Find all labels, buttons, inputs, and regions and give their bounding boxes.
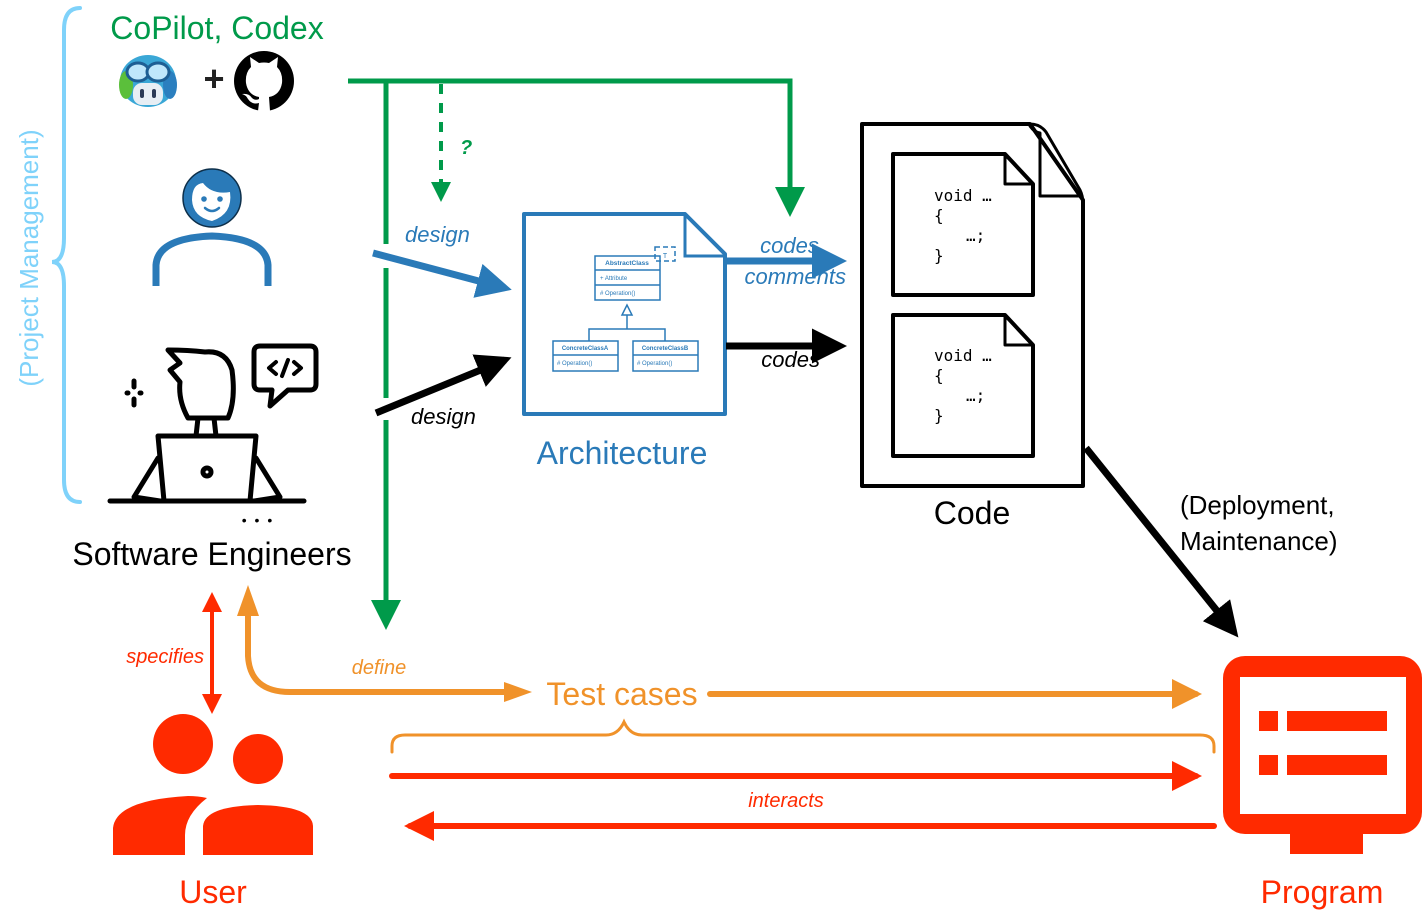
code-line: void … [934,186,992,205]
code-line: { [934,206,944,225]
code-document [860,122,1085,488]
code-line: …; [966,386,985,405]
define-arrow-head-up [237,585,259,616]
engineer-design-arrow [374,354,512,417]
architecture-title: Architecture [537,435,708,471]
uml-class-diagram [552,246,699,372]
engineer-design-label: design [411,404,476,429]
engineers-title: Software Engineers [72,536,351,572]
define-arrow-head-right [504,682,532,702]
code-line: void … [934,346,992,365]
ai-actor-title: CoPilot, Codex [110,10,323,46]
monitor-list-icon [1223,656,1422,854]
users-icon [113,714,313,855]
deployment-label-line2: Maintenance) [1180,526,1338,556]
test-cases-brace [390,718,1216,754]
deployment-label-line1: (Deployment, [1180,490,1335,520]
define-label: define [352,657,407,679]
uml-abstract-class: AbstractClass [605,260,649,267]
codes-label: codes [761,347,820,372]
uml-concrete-class-a: ConcreteClassA [562,346,609,352]
uml-concrete-class-b: ConcreteClassB [642,346,689,352]
code-line: { [934,366,944,385]
project-management-bracket: (Project Management) [14,6,82,504]
code-snippet-2 [891,313,1035,458]
uml-template-param: T [663,253,668,260]
ai-design-uncertain-label: ? [460,137,472,159]
specifies-label: specifies [126,646,204,668]
code-line: } [934,406,944,425]
uml-operation: # Operation() [600,291,635,297]
interacts-label: interacts [748,790,824,812]
codes-comments-label-line1: codes, [760,233,825,258]
code-title: Code [934,495,1011,531]
code-snippet-1 [891,152,1035,297]
uml-concrete-a-operation: # Operation() [557,361,592,367]
manager-design-arrow [372,249,512,298]
code-snippet-2-text: void … { …; } [934,346,992,425]
uml-concrete-b-operation: # Operation() [637,361,672,367]
user-title: User [179,874,247,910]
code-line: …; [966,226,985,245]
github-icon [234,51,294,111]
manager-design-label: design [405,222,470,247]
deployment-arrow [1083,445,1239,638]
program-title: Program [1261,874,1384,910]
ai-edges: ? [348,78,805,630]
plus-sign: + [203,58,224,99]
code-line: } [934,246,944,265]
copilot-icon [119,55,177,107]
codes-comments-label-line2: comments [745,264,846,289]
project-management-label: (Project Management) [14,129,44,386]
uml-attribute: + Attribute [600,276,628,282]
developer-laptop-icon [107,343,319,504]
code-snippet-1-text: void … { …; } [934,186,992,265]
engineers-more-ellipsis: • • • [242,512,274,528]
define-arrow-body [245,608,508,695]
test-cases-title: Test cases [546,676,697,712]
ai-to-code-arrow [348,78,805,217]
person-icon [152,168,272,286]
architecture-document: AbstractClass T + Attribute # Operation(… [522,212,727,416]
